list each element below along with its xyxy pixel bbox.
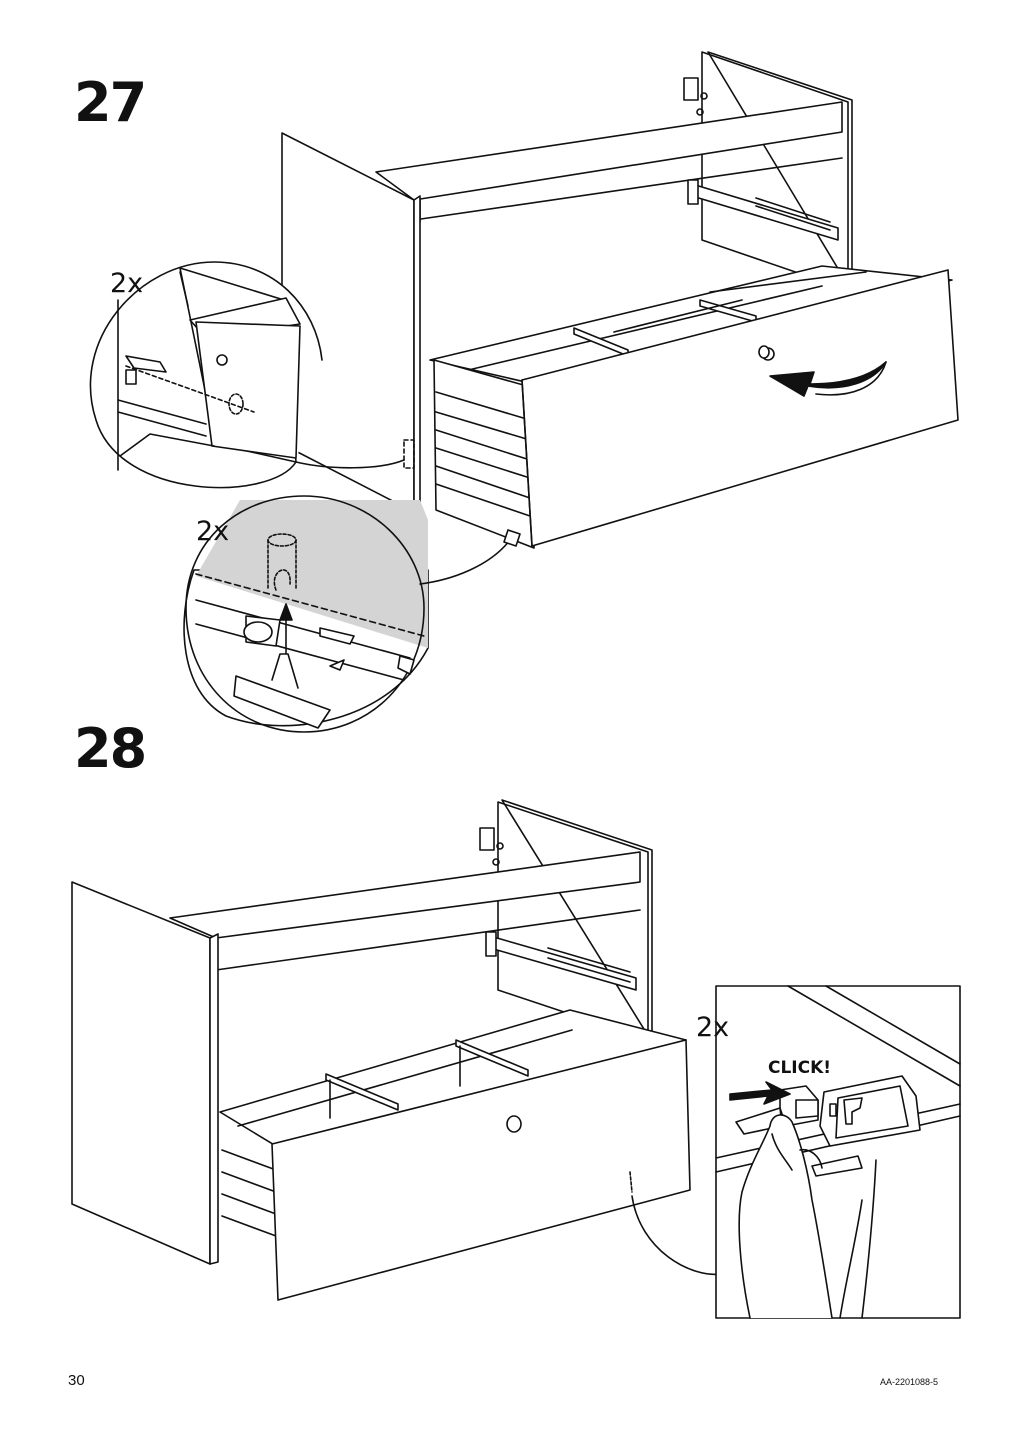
cabinet-frame-28 [72, 800, 652, 1264]
document-code: AA-2201088-5 [880, 1377, 939, 1387]
detail-circle-upper [90, 262, 414, 488]
step-27-number: 27 [74, 71, 147, 134]
click-sound-label: CLICK! [768, 1058, 832, 1078]
quantity-label-upper: 2x [110, 268, 144, 299]
drawer-front-28 [272, 1040, 722, 1300]
cabinet-frame [282, 52, 852, 512]
drawer-front [522, 270, 958, 546]
drawer-box-28 [220, 1010, 686, 1236]
step-28-number: 28 [74, 717, 147, 780]
push-arrow-icon [770, 362, 886, 396]
step-27-illustration [0, 0, 1012, 740]
detail-inset [716, 986, 960, 1318]
detail-circle-lower [184, 496, 520, 732]
quantity-label-28: 2x [696, 1012, 730, 1043]
quantity-label-lower: 2x [196, 516, 230, 547]
page-number: 30 [68, 1372, 85, 1389]
drawer-box [430, 266, 952, 548]
